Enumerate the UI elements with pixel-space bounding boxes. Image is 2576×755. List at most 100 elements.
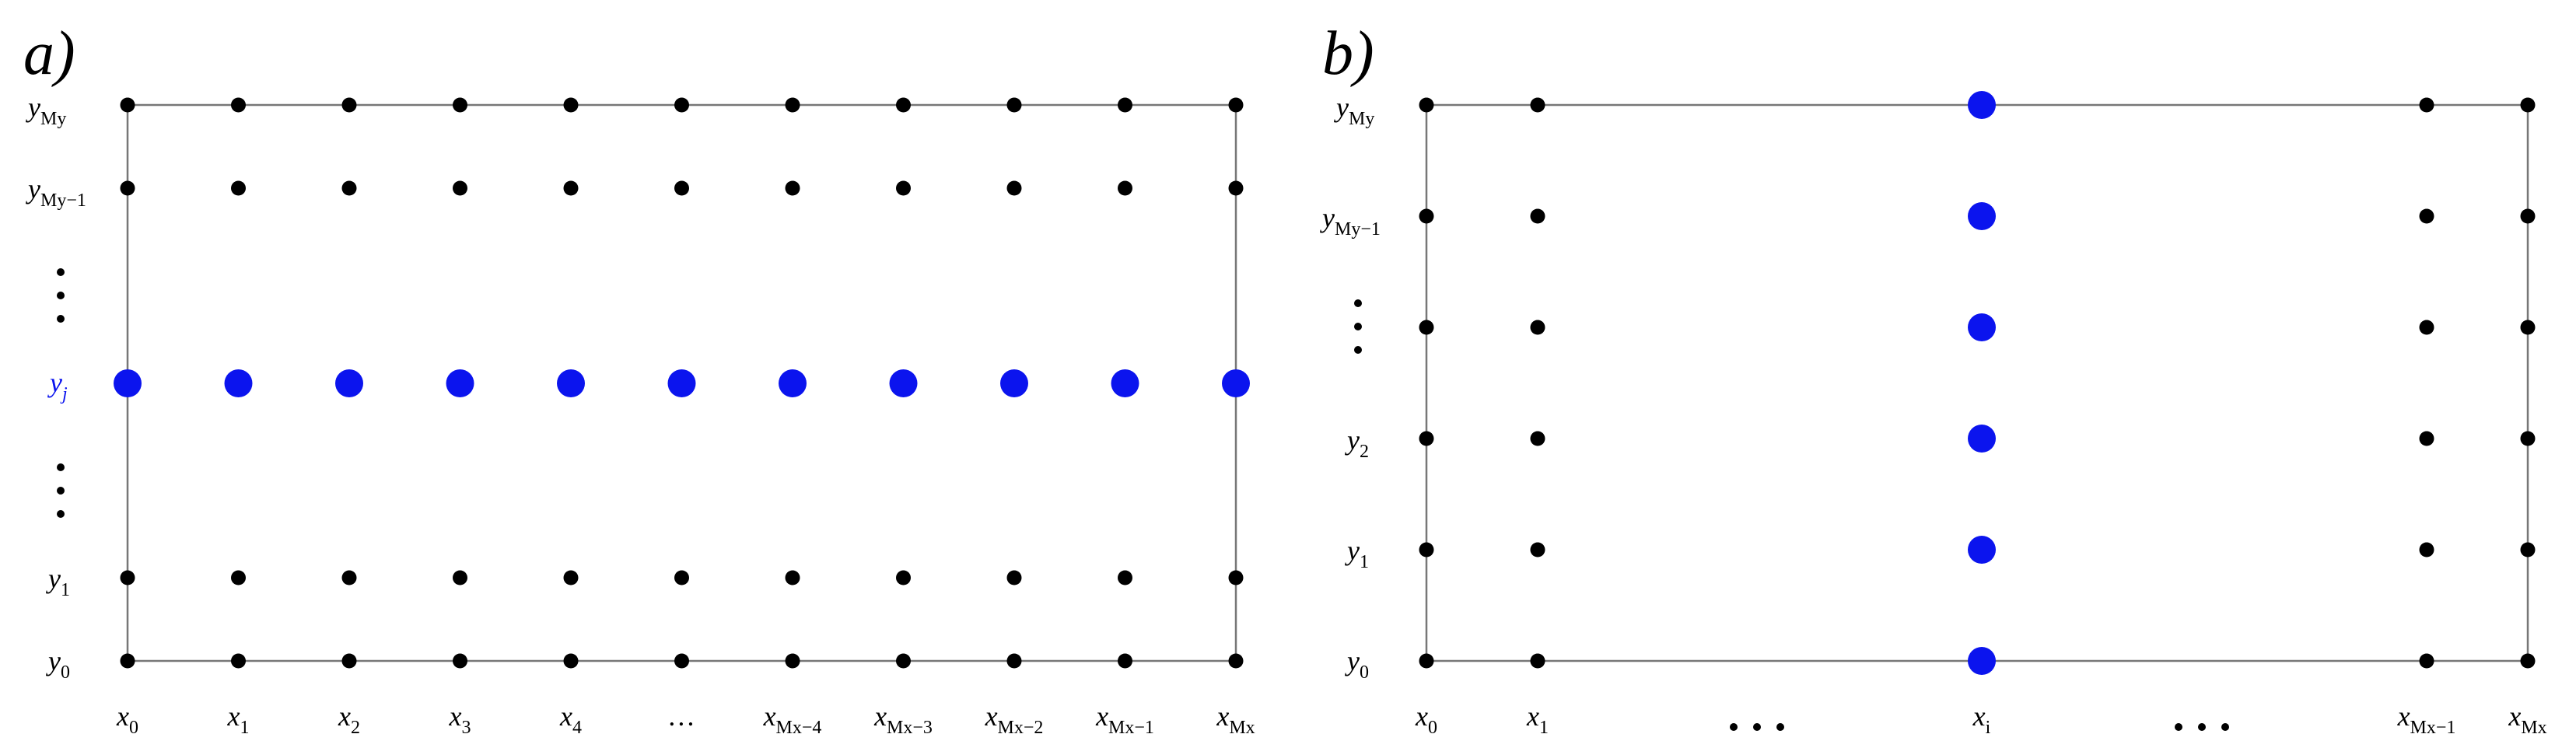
grid-node (341, 653, 357, 669)
grid-node (120, 180, 135, 196)
panel-a-x-label-5: … (669, 701, 694, 732)
grid-node (1006, 570, 1022, 585)
panel-a-y-label-0: y0 (46, 645, 70, 683)
grid-node (1419, 653, 1434, 669)
grid-node (2520, 320, 2536, 335)
panel-a-y-label-top: yMy (26, 92, 66, 129)
panel-b-y-label-0: y0 (1345, 645, 1369, 683)
grid-node (453, 180, 467, 196)
panel-b-x-ellipsis-right (2175, 723, 2229, 731)
grid-node (563, 97, 579, 113)
grid-node (896, 653, 911, 669)
panel-b-x-label-3: xMx−1 (2397, 701, 2456, 738)
grid-node (785, 97, 800, 113)
grid-node (896, 570, 911, 585)
grid-node (674, 97, 689, 113)
grid-node (674, 180, 689, 196)
panel-b-y-label-second: yMy−1 (1320, 202, 1381, 239)
panel-b-x-ellipsis-left (1730, 723, 1784, 731)
panel-a-x-label-0: x0 (116, 701, 138, 738)
grid-node (2419, 653, 2434, 669)
panel-b-frame (1425, 103, 2529, 662)
highlight-node (557, 369, 585, 397)
panel-a-y-label-j: yj (47, 367, 68, 404)
panel-a-y-label-1: y1 (46, 563, 70, 600)
grid-node (1228, 570, 1244, 585)
grid-node (896, 180, 911, 196)
grid-node (2419, 320, 2434, 335)
grid-node (453, 653, 467, 669)
grid-node (2520, 431, 2536, 446)
grid-node (1228, 97, 1244, 113)
grid-node (785, 180, 800, 196)
grid-node (674, 653, 689, 669)
grid-node (1419, 208, 1434, 224)
panel-a-x-label-2: x2 (338, 701, 360, 738)
panel-b-y-ellipsis (1354, 299, 1362, 354)
grid-node (341, 97, 357, 113)
grid-node (231, 570, 246, 585)
grid-node (896, 97, 911, 113)
panel-a-x-label-4: x4 (559, 701, 582, 738)
grid-node (1118, 653, 1132, 669)
grid-node (1006, 97, 1022, 113)
highlight-node (1968, 202, 1996, 230)
panel-a-x-label-9: xMx−1 (1095, 701, 1154, 738)
grid-node (453, 570, 467, 585)
grid-node (2520, 97, 2536, 113)
grid-node (1228, 180, 1244, 196)
grid-node (453, 97, 467, 113)
panel-a-x-label-10: xMx (1216, 701, 1255, 738)
highlight-node (667, 369, 696, 397)
grid-node (231, 653, 246, 669)
grid-node (1118, 97, 1132, 113)
panel-b-nodes (1419, 91, 2536, 675)
grid-node (1530, 208, 1545, 224)
panel-a-x-labels: x0 x1 x2 x3 x4 … xMx−4 xMx−3 xMx−2 xMx−1 xMx (116, 701, 1255, 738)
grid-node (1530, 431, 1545, 446)
panel-b-y-label-2: y2 (1345, 425, 1369, 462)
panel-a-x-label-8: xMx−2 (985, 701, 1044, 738)
grid-node (120, 653, 135, 669)
highlight-node (224, 369, 253, 397)
highlight-node (1968, 647, 1996, 675)
panel-a-x-label-3: x3 (449, 701, 471, 738)
panel-b: b) yMy yMy−1 y2 y1 (1320, 19, 2547, 738)
grid-node (1006, 180, 1022, 196)
grid-node (2419, 542, 2434, 558)
grid-node (563, 653, 579, 669)
grid-node (563, 180, 579, 196)
panel-b-x-label-1: x1 (1526, 701, 1549, 738)
grid-node (120, 570, 135, 585)
panel-a-y-ellipsis-upper (57, 268, 65, 323)
grid-node (1530, 320, 1545, 335)
highlight-node (1222, 369, 1250, 397)
highlight-node (1111, 369, 1139, 397)
panel-b-y-label-top: yMy (1334, 92, 1374, 129)
grid-node (341, 180, 357, 196)
grid-node (231, 97, 246, 113)
grid-node (1006, 653, 1022, 669)
highlight-node (889, 369, 918, 397)
highlight-node (1000, 369, 1028, 397)
highlight-node (335, 369, 363, 397)
panel-b-x-label-4: xMx (2508, 701, 2546, 738)
panel-a-x-label-6: xMx−4 (763, 701, 822, 738)
panel-a-x-label-1: x1 (227, 701, 250, 738)
grid-node (1419, 320, 1434, 335)
grid-node (1419, 431, 1434, 446)
grid-node (1118, 570, 1132, 585)
grid-node (2419, 97, 2434, 113)
grid-node (2520, 208, 2536, 224)
panel-a-nodes (114, 97, 1250, 669)
grid-node (1118, 180, 1132, 196)
panel-a-x-label-7: xMx−3 (873, 701, 933, 738)
grid-node (785, 570, 800, 585)
grid-node (1228, 653, 1244, 669)
highlight-node (114, 369, 142, 397)
highlight-node (446, 369, 474, 397)
grid-node (563, 570, 579, 585)
